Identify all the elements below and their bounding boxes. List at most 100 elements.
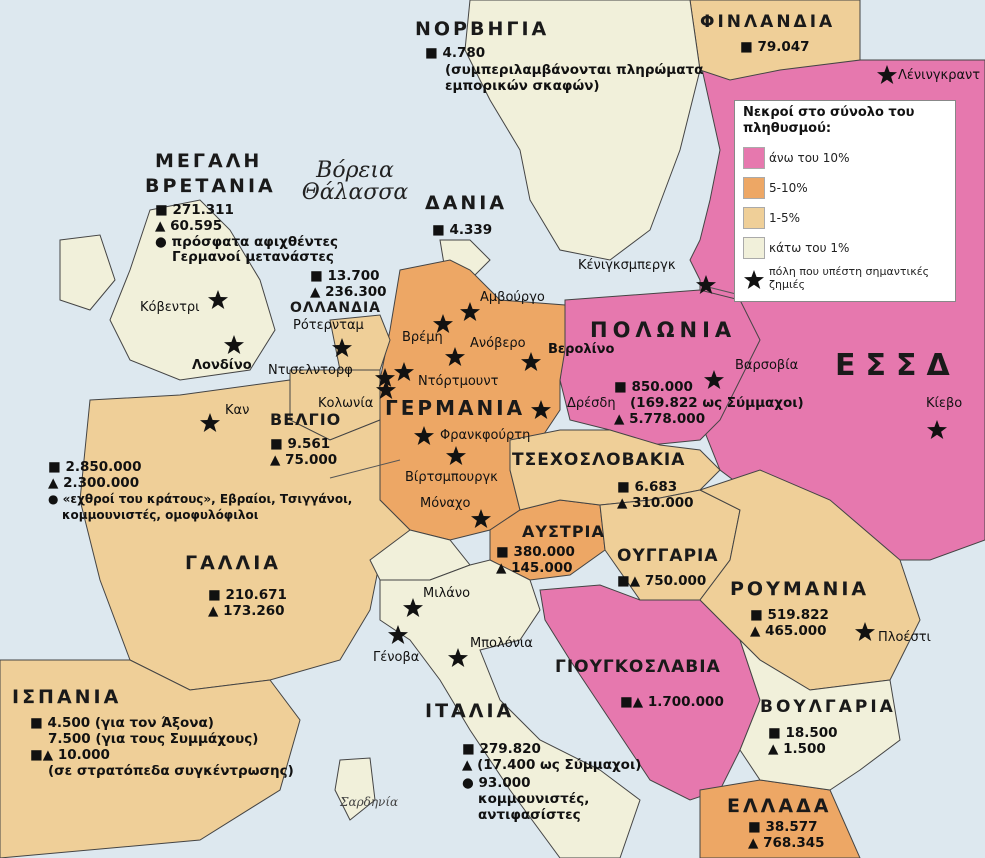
bulgaria-stat-1: ■ 18.500 — [768, 725, 838, 741]
italy-stat-5: αντιφασίστες — [478, 807, 581, 823]
city-label-cologne: Κολωνία — [318, 396, 374, 411]
star-icon-munich — [471, 509, 491, 528]
star-icon — [744, 270, 764, 289]
country-yugoslavia: ΓΙΟΥΓΚΟΣΛΑΒΙΑ — [555, 657, 721, 677]
norway-stat-1: ■ 4.780 — [425, 45, 486, 61]
region-netherlands — [329, 314, 391, 371]
germany-stat-3: ● «εχθροί του κράτους», Εβραίοι, Τσιγγάν… — [48, 492, 353, 506]
region-norway — [464, 0, 701, 261]
legend-swatch-over10 — [743, 147, 765, 169]
poland-stat-2: (169.822 ως Σύμμαχοι) — [630, 395, 804, 411]
country-romania: ΡΟΥΜΑΝΙΑ — [730, 578, 870, 600]
germany-stats-pointer — [329, 459, 401, 479]
region-spain — [0, 659, 301, 858]
romania-stat-2: ▲ 465.000 — [750, 623, 827, 639]
britain-stat-4: Γερμανοί μετανάστες — [172, 249, 334, 265]
germany-stat-1: ■ 2.850.000 — [48, 459, 142, 475]
britain-stat-2: ▲ 60.595 — [155, 218, 223, 234]
city-label-munich: Μόναχο — [420, 496, 471, 511]
country-spain: ΙΣΠΑΝΙΑ — [12, 686, 122, 708]
greece-stat-1: ■ 38.577 — [748, 819, 818, 835]
legend-title: Νεκροί στο σύνολο του πληθυσμού: — [743, 105, 915, 136]
city-label-bologna: Μπολόνια — [470, 636, 533, 651]
legend-swatch-under1 — [743, 237, 765, 259]
city-label-konigsberg: Κένιγκσμπεργκ — [578, 258, 676, 273]
country-germany: ΓΕΡΜΑΝΙΑ — [385, 396, 526, 420]
city-label-hamburg: Αμβούργο — [480, 290, 545, 305]
country-italy: ΙΤΑΛΙΑ — [425, 700, 515, 722]
country-czechoslovakia: ΤΣΕΧΟΣΛΟΒΑΚΙΑ — [512, 450, 686, 470]
city-label-frankfurt: Φρανκφούρτη — [440, 428, 531, 443]
czechoslovakia-stat-2: ▲ 310.000 — [617, 495, 694, 511]
legend-swatch-1to5 — [743, 207, 765, 229]
belgium-stat-1: ■ 9.561 — [270, 436, 331, 452]
region-sardinia — [334, 757, 376, 821]
sea-label: Βόρεια Θάλασσα — [301, 158, 409, 205]
region-britain — [109, 199, 276, 381]
city-label-bremen: Βρέμη — [402, 330, 443, 345]
city-label-warsaw: Βαρσοβία — [735, 358, 799, 373]
region-italy — [379, 559, 641, 858]
city-label-leningrad: Λένινγκραντ — [898, 68, 981, 83]
city-label-kiev: Κίεβο — [926, 396, 963, 411]
star-icon-hanover — [445, 347, 465, 366]
norway-stat-2: (συμπεριλαμβάνονται πληρώματα — [445, 62, 704, 78]
star-icon-dusseldorf — [375, 368, 395, 387]
france-stat-1: ■ 210.671 — [208, 587, 287, 603]
country-denmark: ΔΑΝΙΑ — [425, 192, 508, 214]
region-ireland — [59, 234, 116, 311]
austria-stat-2: ▲ 145.000 — [496, 560, 573, 576]
finland-stat-1: ■ 79.047 — [740, 39, 810, 55]
legend-label-1to5: 1-5% — [769, 211, 801, 225]
star-icon-bologna — [448, 648, 468, 667]
city-label-berlin: Βερολίνο — [548, 342, 615, 357]
city-label-coventry: Κόβεντρι — [140, 300, 200, 315]
star-icon-cologne — [376, 380, 396, 399]
legend: Νεκροί στο σύνολο του πληθυσμού: άνω του… — [734, 100, 956, 302]
star-icon-hamburg — [460, 302, 480, 321]
city-label-dusseldorf: Ντισελντορφ — [268, 363, 353, 378]
romania-stat-1: ■ 519.822 — [750, 607, 829, 623]
star-icon-rotterdam — [332, 338, 352, 357]
italy-stat-1: ■ 279.820 — [462, 741, 541, 757]
spain-stat-2: 7.500 (για τους Συμμάχους) — [48, 731, 259, 747]
italy-stat-3: ● 93.000 — [462, 775, 531, 791]
country-greece: ΕΛΛΑΔΑ — [727, 795, 832, 817]
legend-label-5to10: 5-10% — [769, 181, 808, 195]
france-stat-2: ▲ 173.260 — [208, 603, 285, 619]
spain-stat-1: ■ 4.500 (για τον Άξονα) — [30, 715, 214, 731]
germany-stat-4: κομμουνιστές, ομοφυλόφιλοι — [62, 508, 259, 522]
star-icon-caen — [200, 413, 220, 432]
country-poland: ΠΟΛΩΝΙΑ — [590, 318, 737, 342]
country-belgium: ΒΕΛΓΙΟ — [270, 410, 342, 429]
region-bulgaria — [739, 639, 901, 791]
city-label-dresden: Δρέσδη — [567, 396, 616, 411]
netherlands-stat-1: ■ 13.700 — [310, 268, 380, 284]
star-icon-milan — [403, 598, 423, 617]
star-icon-dortmund — [394, 362, 414, 381]
star-icon-konigsberg — [696, 275, 716, 294]
poland-stat-3: ▲ 5.778.000 — [614, 411, 706, 427]
star-icon-warsaw — [704, 370, 724, 389]
country-britain-line2: ΒΡΕΤΑΝΙΑ — [145, 175, 276, 197]
country-bulgaria: ΒΟΥΛΓΑΡΙΑ — [760, 697, 896, 717]
czechoslovakia-stat-1: ■ 6.683 — [617, 479, 678, 495]
italy-stat-4: κομμουνιστές, — [478, 791, 590, 807]
city-label-ploiesti: Πλοέστι — [878, 630, 931, 645]
hungary-stat-1: ■▲ 750.000 — [617, 573, 707, 589]
britain-stat-1: ■ 271.311 — [155, 202, 234, 218]
city-label-caen: Καν — [225, 403, 250, 418]
austria-stat-1: ■ 380.000 — [496, 544, 575, 560]
country-austria: ΑΥΣΤΡΙΑ — [522, 522, 605, 541]
greece-stat-2: ▲ 768.345 — [748, 835, 825, 851]
country-britain-line1: ΜΕΓΑΛΗ — [155, 150, 263, 172]
city-label-hanover: Ανόβερο — [470, 336, 526, 351]
country-hungary: ΟΥΓΓΑΡΙΑ — [617, 546, 719, 566]
country-norway: ΝΟΡΒΗΓΙΑ — [415, 18, 550, 40]
star-icon-london — [224, 335, 244, 354]
spain-stat-4: (σε στρατόπεδα συγκέντρωσης) — [48, 763, 294, 779]
city-label-wurzburg: Βίρτσμπουργκ — [405, 470, 498, 485]
country-netherlands: ΟΛΛΑΝΔΙΑ — [290, 300, 382, 316]
legend-label-over10: άνω του 10% — [769, 151, 850, 165]
star-icon-berlin — [521, 352, 541, 371]
